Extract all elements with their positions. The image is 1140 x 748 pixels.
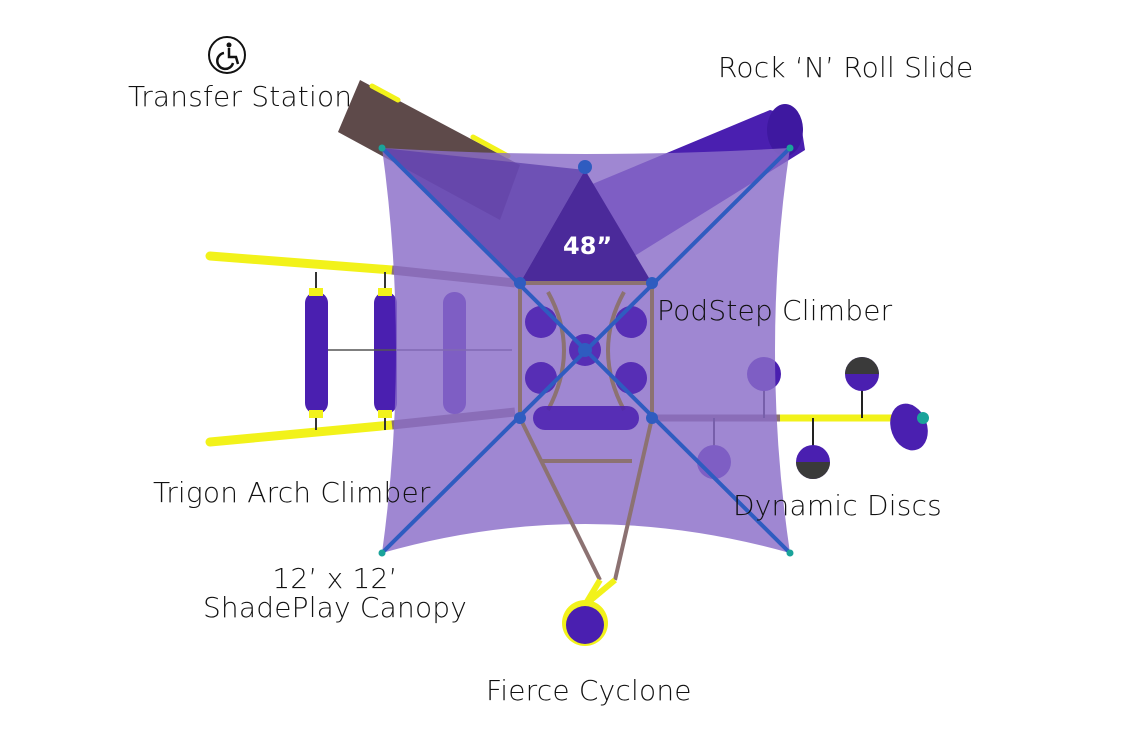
label-trigon-arch-climber: Trigon Arch Climber <box>153 476 431 509</box>
label-canopy-size: 12’ x 12’ <box>272 562 398 595</box>
label-podstep-climber: PodStep Climber <box>657 294 893 327</box>
frame-joints <box>514 277 658 424</box>
label-dynamic-discs: Dynamic Discs <box>733 489 942 522</box>
label-rock-n-roll-slide: Rock ‘N’ Roll Slide <box>718 51 974 84</box>
deck-platform <box>382 148 652 283</box>
label-canopy-name: ShadePlay Canopy <box>202 591 468 625</box>
label-shadeplay-canopy: 12’ x 12’ ShadePlay Canopy <box>195 564 475 623</box>
swing-seat <box>374 272 397 430</box>
frame <box>518 281 654 581</box>
swing-seat <box>305 272 328 430</box>
deck-height-label: 48” <box>563 232 613 260</box>
label-transfer-station: Transfer Station <box>128 80 353 113</box>
dynamic-disc <box>796 445 830 479</box>
spinner-disc <box>890 403 929 451</box>
dynamic-disc <box>845 357 879 391</box>
label-fierce-cyclone: Fierce Cyclone <box>486 674 692 707</box>
wheelchair-accessibility-icon <box>208 36 246 74</box>
pole-tips <box>378 144 794 557</box>
fierce-cyclone <box>562 577 617 646</box>
